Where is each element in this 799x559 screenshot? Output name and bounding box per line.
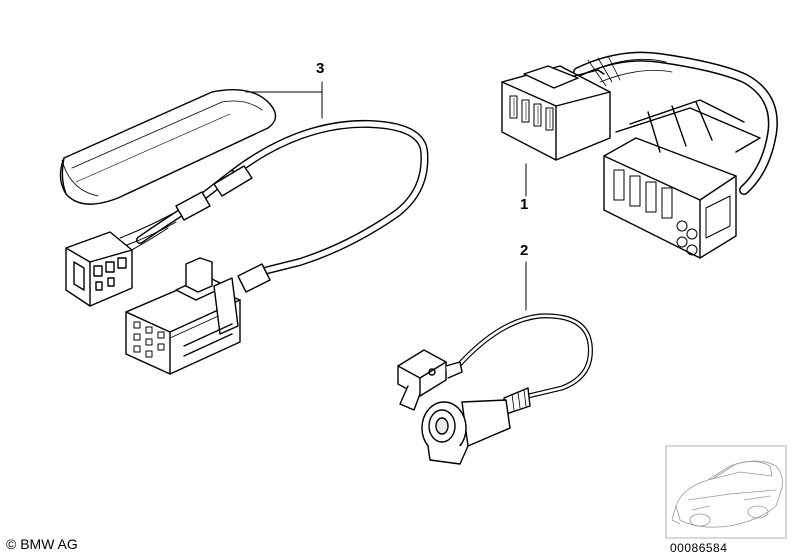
- leader-3: [245, 81, 323, 119]
- copyright-text: © BMW AG: [6, 536, 78, 552]
- callout-1: 1: [520, 196, 529, 213]
- wire-bundle: [573, 51, 778, 195]
- antenna-socket: [421, 399, 511, 465]
- diagram-id: 00086584: [670, 541, 728, 555]
- part-3-cable-assembly: [59, 81, 429, 375]
- part-2-antenna-cable: [397, 261, 593, 465]
- large-connector: [125, 257, 241, 375]
- vehicle-thumbnail: [665, 445, 787, 539]
- callout-2: 2: [520, 242, 529, 259]
- small-connector: [65, 231, 133, 307]
- callout-3: 3: [316, 60, 325, 77]
- adapter-connector-right: [603, 99, 761, 259]
- angled-plug: [397, 349, 463, 411]
- protective-sleeve: [59, 89, 277, 205]
- part-1-adapter: [501, 51, 778, 259]
- cable-3: [119, 119, 429, 293]
- adapter-connector-left: [501, 65, 611, 161]
